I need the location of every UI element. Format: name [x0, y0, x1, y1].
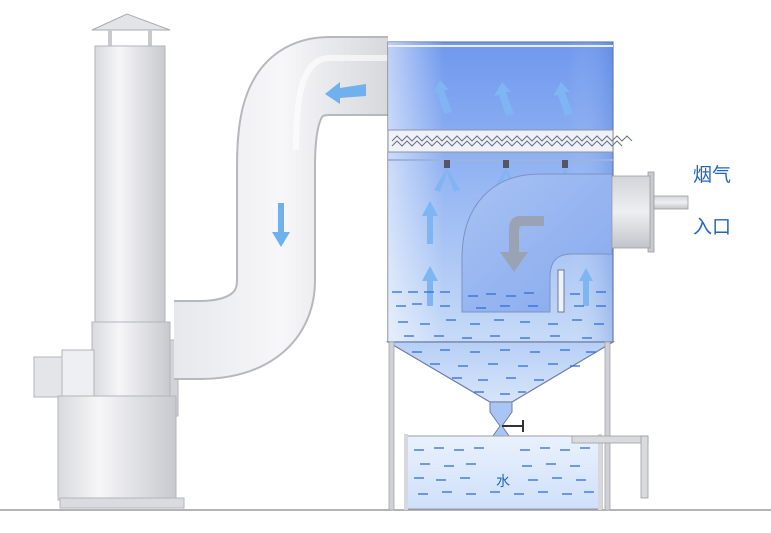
nozzle-icon — [503, 160, 509, 168]
fan-base — [57, 395, 177, 501]
basin-water — [414, 447, 594, 495]
arrow-icon — [272, 203, 290, 247]
water-label: 水 — [496, 474, 510, 490]
cap-support-left — [108, 30, 112, 48]
scrubber-tower — [385, 41, 633, 511]
inner-flow-arrow — [500, 216, 544, 272]
spray-jet — [434, 168, 460, 192]
hopper-cone — [385, 341, 616, 403]
arrow-icon — [422, 266, 438, 306]
duct-arrow-left — [325, 82, 366, 104]
basin-wall-right — [598, 434, 602, 510]
arrow-icon — [422, 201, 438, 244]
water-basin — [404, 434, 603, 510]
demister-chevrons — [391, 135, 633, 147]
tank-water — [392, 291, 606, 339]
cap-support-right — [148, 30, 152, 48]
return-pipe — [571, 435, 649, 499]
stack-pipe — [94, 45, 166, 325]
return-pipe-vertical — [640, 435, 649, 499]
tower-leg-left — [388, 341, 395, 511]
return-pipe-horizontal — [571, 435, 649, 444]
inlet-transition — [611, 175, 651, 249]
nozzle-icon — [562, 160, 568, 168]
fan-housing — [91, 321, 171, 403]
gas-inlet — [611, 171, 689, 253]
inlet-label-line2: 入口 — [693, 216, 732, 238]
inlet-pipe — [653, 195, 689, 210]
demister-band — [387, 129, 614, 153]
exhaust-stack — [33, 13, 185, 509]
rain-cap — [91, 13, 171, 31]
duct-arrow-down — [272, 203, 290, 247]
spray-nozzle-1 — [434, 160, 460, 192]
arrow-icon — [579, 268, 593, 306]
nozzle-icon — [444, 160, 450, 168]
motor-coupling — [61, 349, 95, 403]
arrow-icon — [553, 82, 573, 116]
basin-wall-left — [404, 434, 408, 510]
arrow-icon — [325, 82, 366, 104]
level-gauge — [557, 269, 565, 313]
arrow-icon — [432, 80, 452, 114]
hopper-water — [412, 349, 596, 395]
tower-leg-right — [604, 341, 611, 511]
fan-base-plinth — [59, 497, 185, 509]
arrow-icon — [494, 82, 514, 116]
inlet-label-line1: 烟气 — [693, 164, 732, 186]
connecting-duct-highlight — [293, 55, 388, 151]
inner-inlet-duct — [461, 173, 613, 313]
